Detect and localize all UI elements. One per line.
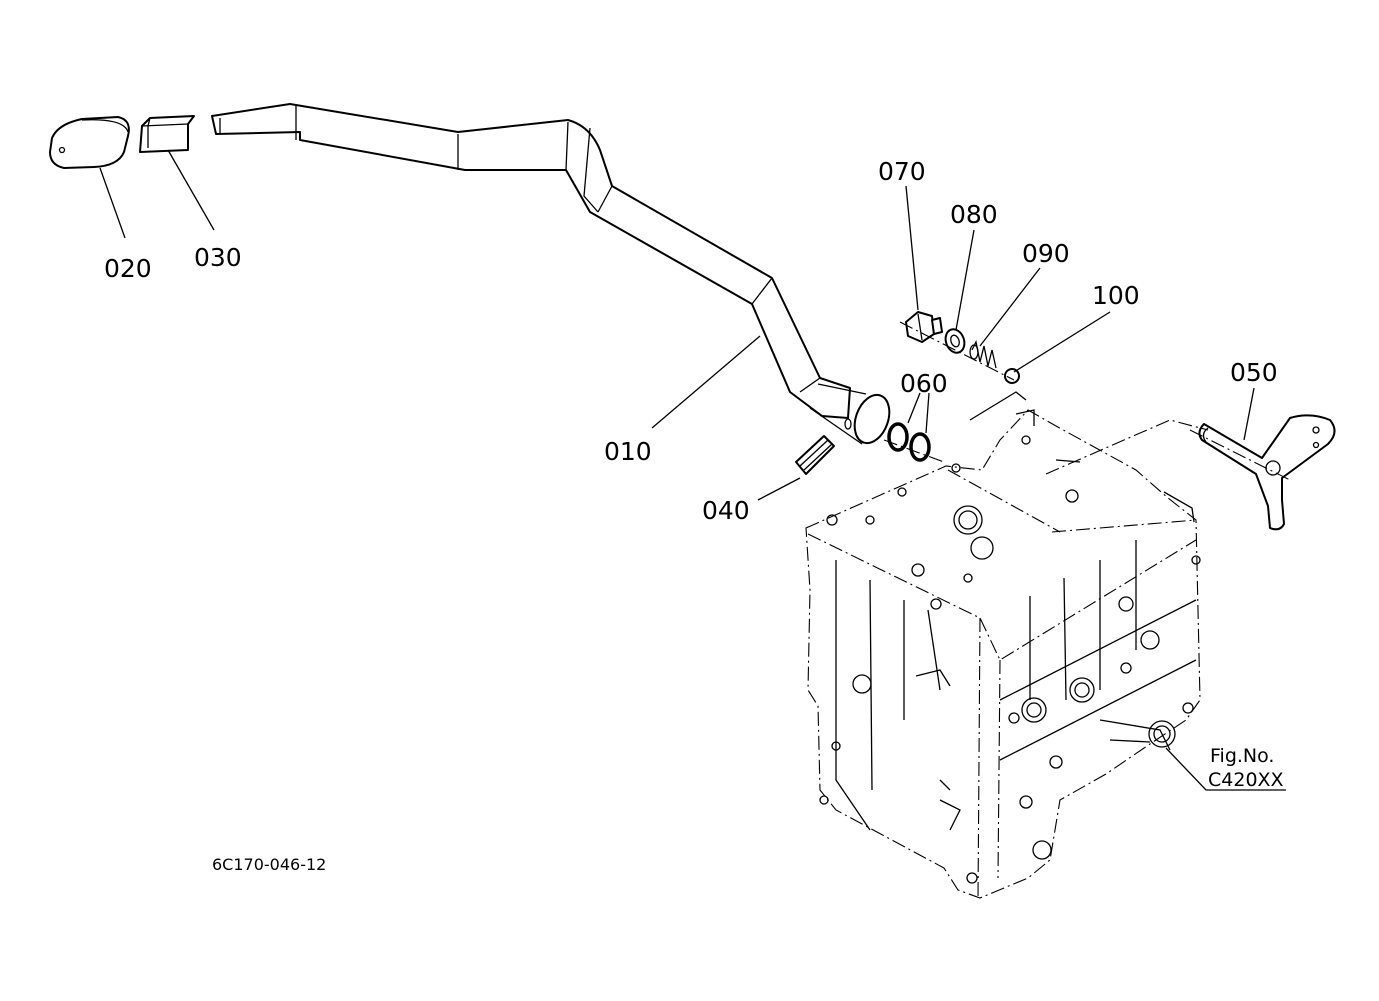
assembly-axis-detent	[899, 321, 1015, 381]
callout-080: 080	[950, 200, 998, 229]
assembly-axis-arm-2	[1189, 429, 1291, 481]
reference-line-detent	[969, 391, 1027, 421]
figure-number: C420XX	[1208, 769, 1284, 791]
callout-030: 030	[194, 243, 242, 272]
part-020-knob[interactable]	[49, 116, 130, 169]
part-070-plug[interactable]	[905, 311, 943, 343]
part-100-ball[interactable]	[1004, 368, 1020, 384]
callout-010: 010	[604, 437, 652, 466]
part-080-washer[interactable]	[942, 327, 967, 356]
leader-lines	[99, 149, 1286, 791]
callout-100: 100	[1092, 281, 1140, 310]
part-060-o-rings[interactable]	[887, 422, 931, 462]
callout-050: 050	[1230, 358, 1278, 387]
part-090-spring[interactable]	[969, 340, 997, 369]
transmission-case	[805, 409, 1201, 901]
callout-020: 020	[104, 254, 152, 283]
callout-040: 040	[702, 496, 750, 525]
callout-060: 060	[900, 369, 948, 398]
part-010-lever[interactable]	[211, 103, 896, 448]
callout-090: 090	[1022, 239, 1070, 268]
callout-070: 070	[878, 157, 926, 186]
part-030-sleeve[interactable]	[139, 115, 195, 153]
figure-label: Fig.No.	[1210, 745, 1274, 767]
drawing-code: 6C170-046-12	[212, 855, 326, 874]
part-040-pin[interactable]	[795, 435, 835, 475]
part-050-shift-arm[interactable]	[1198, 414, 1336, 531]
assembly-axis-arm	[1045, 419, 1209, 475]
assembly-axis-lever	[883, 439, 945, 463]
